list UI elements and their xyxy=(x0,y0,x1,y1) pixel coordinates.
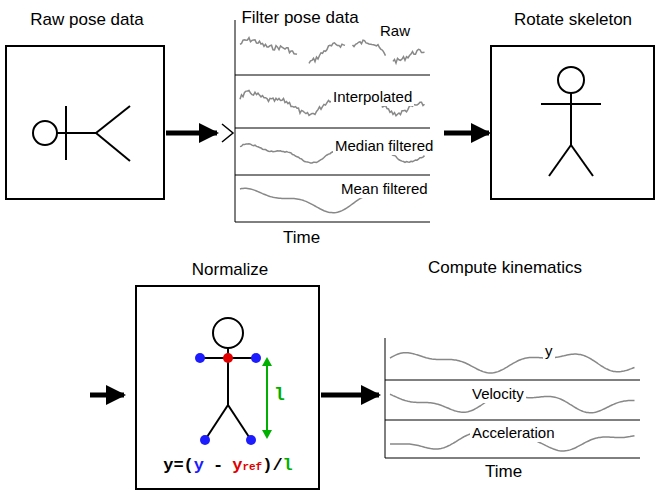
series-label: Raw xyxy=(378,22,412,40)
flow-arrow xyxy=(166,131,217,136)
formula-part: y=( xyxy=(163,455,194,477)
merge-bracket xyxy=(222,124,233,142)
kinematics-axes xyxy=(385,338,640,458)
series-label: Mean filtered xyxy=(339,180,430,198)
step-title: Filter pose data xyxy=(241,8,358,28)
length-arrow xyxy=(262,357,272,439)
signal-curves xyxy=(240,38,635,451)
length-label: l xyxy=(274,386,285,404)
normalize-formula: y=(y-yref)/l xyxy=(163,455,293,478)
formula-part: l xyxy=(283,455,293,477)
step-title: Rotate skeleton xyxy=(514,10,632,30)
formula-part: y xyxy=(194,455,204,477)
series-label: Acceleration xyxy=(470,424,557,442)
axis-label: Time xyxy=(485,463,522,481)
process-box: Rotate skeleton xyxy=(490,45,655,200)
signal-curve xyxy=(390,353,635,373)
series-label: Velocity xyxy=(470,385,526,403)
formula-part: ref xyxy=(242,456,262,478)
series-label: Interpolated xyxy=(331,88,414,106)
sideways-skeleton xyxy=(33,106,130,161)
step-title: Compute kinematics xyxy=(428,258,582,278)
step-title: Normalize xyxy=(192,260,269,280)
process-box: Raw pose data xyxy=(5,45,165,200)
axis-label: Time xyxy=(283,229,320,247)
normalize-skeleton xyxy=(195,318,261,445)
step-title: Raw pose data xyxy=(30,10,143,30)
filter-axes xyxy=(235,20,430,222)
signal-curve xyxy=(240,38,425,64)
formula-part: - xyxy=(213,455,223,477)
flow-arrow xyxy=(321,393,379,398)
formula-part: y xyxy=(232,455,242,477)
flow-arrow xyxy=(444,131,489,136)
series-label: Median filtered xyxy=(333,137,435,155)
chart-group: Filter pose data xyxy=(218,20,443,252)
formula-part: )/ xyxy=(262,455,282,477)
upright-skeleton xyxy=(541,67,601,176)
continue-arrow xyxy=(90,393,124,398)
series-label: y xyxy=(543,342,555,360)
